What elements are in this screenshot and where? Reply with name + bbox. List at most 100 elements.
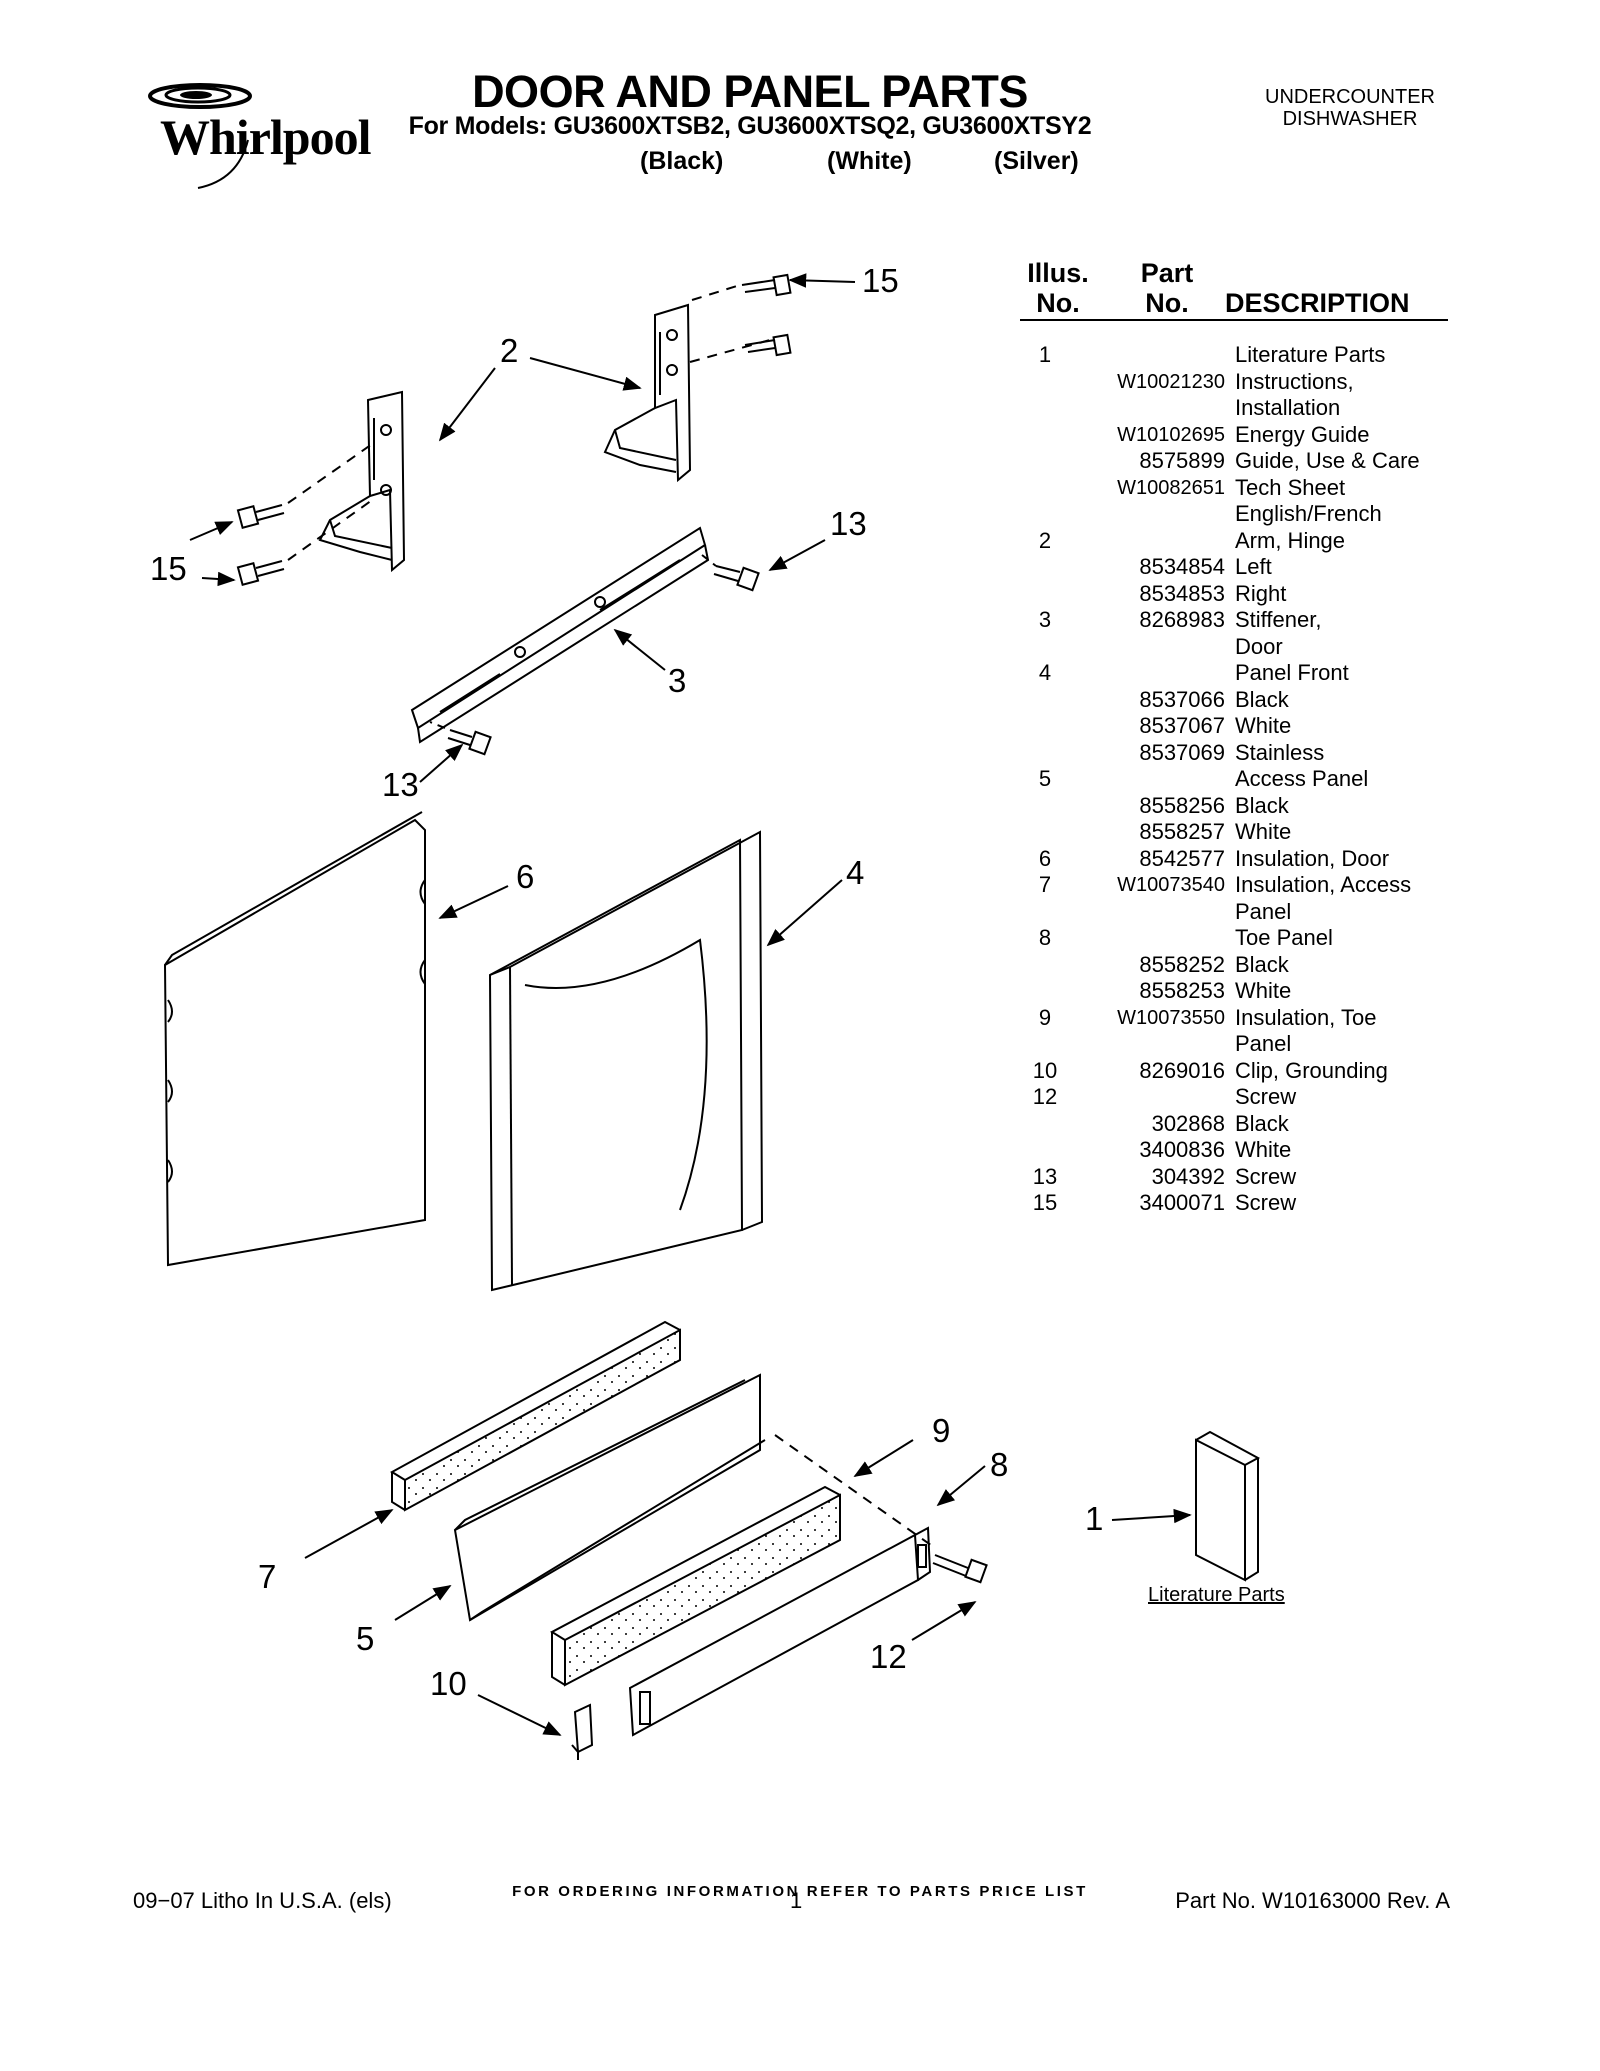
variant-black: (Black) xyxy=(640,147,724,175)
part-number: 304392 xyxy=(1151,1163,1225,1189)
grounding-clip xyxy=(571,1703,594,1760)
table-row: 4 Panel Front xyxy=(1020,660,1460,687)
part-description: Panel Front xyxy=(1235,660,1349,685)
part-number: 8558253 xyxy=(1139,978,1225,1003)
part-description: Stiffener, xyxy=(1235,607,1322,632)
part-number: 8542577 xyxy=(1139,845,1225,871)
col-header-illus-line1: Illus. xyxy=(1027,258,1089,288)
table-row: 8558253 White xyxy=(1020,978,1460,1005)
part-description: Panel xyxy=(1235,898,1292,924)
model-list: For Models: GU3600XTSB2, GU3600XTSQ2, GU… xyxy=(408,112,1092,140)
illus-number: 15 xyxy=(1032,1190,1058,1215)
part-description: Literature Parts xyxy=(1235,342,1386,367)
page-number: 1 xyxy=(790,1888,803,1913)
part-description: Insulation, Toe xyxy=(1235,1004,1377,1030)
part-description: Screw xyxy=(1235,1163,1297,1189)
table-row: 15 3400071 Screw xyxy=(1020,1190,1460,1217)
illus-number: 3 xyxy=(1038,607,1052,632)
toe-panel xyxy=(628,1526,932,1737)
variant-white: (White) xyxy=(827,147,912,175)
table-row: 12 Screw xyxy=(1020,1084,1460,1111)
col-header-part: Part No. xyxy=(1127,258,1207,318)
illus-number: 5 xyxy=(1038,766,1052,791)
part-description: Screw xyxy=(1235,1084,1297,1109)
callout-13-right: 13 xyxy=(830,505,867,542)
callout-7: 7 xyxy=(258,1558,276,1595)
part-description: Black xyxy=(1235,951,1289,977)
illus-number: 2 xyxy=(1038,527,1052,553)
part-description: English/French xyxy=(1235,501,1382,526)
part-description: Black xyxy=(1235,1110,1289,1136)
front-panel xyxy=(488,830,764,1292)
illus-number: 13 xyxy=(1032,1163,1058,1189)
illus-number: 12 xyxy=(1032,1084,1058,1109)
callout-3: 3 xyxy=(668,662,686,699)
table-row: Door xyxy=(1020,634,1460,661)
toe-panel-insulation xyxy=(549,1485,841,1687)
part-description: Toe Panel xyxy=(1235,925,1333,950)
part-description: Clip, Grounding xyxy=(1235,1057,1388,1083)
screw-15-top-1 xyxy=(741,273,792,297)
illus-number: 1 xyxy=(1038,342,1052,367)
table-row: Panel xyxy=(1020,899,1460,926)
ordering-note: FOR ORDERING INFORMATION REFER TO PARTS … xyxy=(512,1883,1088,1900)
literature-parts xyxy=(1195,1430,1261,1582)
part-number: 8534854 xyxy=(1139,554,1225,579)
part-number: 3400071 xyxy=(1139,1190,1225,1215)
screw-13-lower xyxy=(447,729,492,756)
part-description: Black xyxy=(1235,686,1289,712)
literature-parts-label: Literature Parts xyxy=(1148,1584,1285,1606)
part-description: Instructions, xyxy=(1235,368,1354,394)
col-header-part-line1: Part xyxy=(1140,258,1194,288)
callout-15-left: 15 xyxy=(150,550,187,587)
callout-12: 12 xyxy=(870,1638,907,1675)
illus-number: 6 xyxy=(1038,845,1052,871)
page-title: DOOR AND PANEL PARTS xyxy=(472,66,1028,117)
appliance-line-1: UNDERCOUNTER xyxy=(1265,86,1435,108)
table-header-rule xyxy=(1020,319,1448,321)
part-number: 8558252 xyxy=(1139,951,1225,977)
part-description: White xyxy=(1235,978,1292,1003)
whirlpool-logo: Whirlpool xyxy=(138,80,388,190)
screw-15-top-2 xyxy=(744,333,792,357)
table-row: 1 Literature Parts xyxy=(1020,342,1460,369)
col-header-illus: Illus. No. xyxy=(1027,258,1089,318)
table-row: Installation xyxy=(1020,395,1460,422)
document-part-number: Part No. W10163000 Rev. A xyxy=(1175,1888,1450,1913)
part-number: 8558256 xyxy=(1139,792,1225,818)
part-number: W10073550 xyxy=(1117,1006,1225,1029)
part-description: Left xyxy=(1235,554,1272,579)
illus-number: 10 xyxy=(1032,1057,1058,1083)
part-number: 8537069 xyxy=(1139,739,1225,765)
table-row: 13 304392 Screw xyxy=(1020,1164,1460,1191)
callout-15-top: 15 xyxy=(862,262,899,299)
part-number: W10102695 xyxy=(1117,423,1225,446)
hinge-arm-right xyxy=(603,303,692,483)
door-stiffener xyxy=(410,526,710,744)
part-number: 8537067 xyxy=(1139,713,1225,738)
part-number: W10021230 xyxy=(1117,370,1225,393)
swirl-icon xyxy=(148,83,252,189)
hinge-arm-left xyxy=(318,390,406,573)
part-description: White xyxy=(1235,713,1292,738)
part-number: W10082651 xyxy=(1117,476,1225,499)
part-description: Screw xyxy=(1235,1190,1297,1215)
callout-10: 10 xyxy=(430,1665,467,1702)
illus-number: 4 xyxy=(1038,660,1052,685)
part-description: Panel xyxy=(1235,1031,1292,1056)
table-row: 8534854 Left xyxy=(1020,554,1460,581)
table-row: Panel xyxy=(1020,1031,1460,1058)
part-number: 8268983 xyxy=(1139,607,1225,632)
brand-wordmark: Whirlpool xyxy=(160,109,371,165)
table-row: 8537067 White xyxy=(1020,713,1460,740)
table-row: English/French xyxy=(1020,501,1460,528)
